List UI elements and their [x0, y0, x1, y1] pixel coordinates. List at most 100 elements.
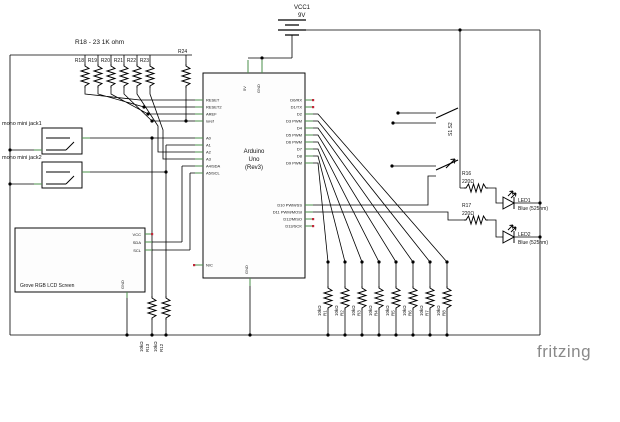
jack1-body	[41, 127, 83, 155]
resistor-value-r4: 10kΩ	[368, 305, 373, 316]
switch-block: S1 S2	[435, 107, 459, 171]
battery-ref-label: VCC1	[294, 5, 311, 11]
fritzing-logo: fritzing	[537, 342, 591, 361]
junction-dots	[8, 28, 542, 337]
resistor-symbol-r3	[357, 285, 367, 311]
resistor-bank-label: R18 - 23 1K ohm	[75, 39, 124, 46]
arduino-uno: Arduino Uno (Rev3) RESET RESET2 AREF ior…	[193, 60, 315, 286]
lcd-body	[14, 227, 146, 293]
resistor-symbol-r12	[161, 295, 171, 321]
unconnected-pin-marker-d12	[312, 218, 315, 221]
resistor-ref-r3: R3	[357, 310, 362, 316]
resistor-bank: R18 - 23 1K ohm R18 R19 R20 R21 R22 R23 …	[75, 39, 191, 89]
jack2-contacts	[46, 171, 75, 185]
pin-label-reset: RESET	[206, 98, 220, 103]
resistor-ref-r16: R16	[462, 171, 471, 177]
led1-desc-label: Blue (525nm)	[518, 206, 548, 212]
pin-label-a4: A4/SDA	[206, 164, 221, 169]
pin-label-d13: D13/SCK	[285, 224, 302, 229]
pin-label-d4: D4	[297, 126, 303, 131]
switch-led-wires	[313, 112, 540, 238]
resistor-value-r8: 10kΩ	[436, 305, 441, 316]
resistor-ref-r6: R6	[408, 310, 413, 316]
battery-voltage-label: 9V	[298, 13, 305, 19]
resistor-ref-r2: R2	[340, 310, 345, 316]
resistor-value-r13: 10kΩ	[139, 341, 144, 352]
resistor-symbol-r22	[132, 63, 142, 89]
resistor-value-r6: 10kΩ	[402, 305, 407, 316]
jack-wires	[10, 137, 203, 335]
arduino-top-bottom-pin-stubs	[247, 60, 263, 286]
arduino-title-1: Arduino	[244, 149, 265, 155]
resistor-label-r24: R24	[178, 49, 187, 55]
resistor-symbol-r8	[442, 285, 452, 311]
led2-symbol	[502, 230, 515, 244]
unconnected-pin-marker-d0	[312, 99, 315, 102]
resistor-symbol-r21	[119, 63, 129, 89]
resistor-label-r20: R20	[101, 58, 110, 64]
pin-label-a0: A0	[206, 136, 212, 141]
jack2-body	[41, 161, 83, 189]
led1-symbol	[502, 196, 515, 210]
resistor-label-r23: R23	[140, 58, 149, 64]
jack1-label: mono mini jack1	[2, 121, 42, 127]
resistor-ref-r7: R7	[425, 310, 430, 316]
lcd-unconnected-pin-marker	[151, 233, 154, 236]
resistor-symbol-r4	[374, 285, 384, 311]
unconnected-pin-marker-d13	[312, 225, 315, 228]
pin-label-d8: D8	[297, 154, 303, 159]
pin-label-reset2: RESET2	[206, 105, 222, 110]
pin-label-a2: A2	[206, 150, 212, 155]
battery-vcc1: VCC1 9V	[278, 5, 311, 36]
pin-label-a1: A1	[206, 143, 212, 148]
resistor-symbol-r5	[391, 285, 401, 311]
resistor-ref-r8: R8	[442, 310, 447, 316]
jack1-pins	[34, 137, 90, 151]
pin-label-aref: AREF	[206, 112, 217, 117]
switch-label: S1 S2	[448, 122, 454, 136]
pin-label-bottom-gnd: GND	[244, 265, 249, 274]
resistor-symbol-r23	[145, 63, 155, 89]
resistor-value-r16: 220Ω	[462, 179, 474, 185]
resistor-value-r12: 10kΩ	[153, 341, 158, 352]
pin-label-d7: D7	[297, 147, 303, 152]
resistor-ref-r12: R12	[159, 343, 164, 352]
arduino-left-pin-stubs	[195, 99, 203, 266]
resistor-symbol-r13	[147, 295, 157, 321]
pin-label-top-gnd: GND	[256, 84, 261, 93]
resistor-symbol-r16	[463, 183, 489, 193]
led-emission-arrows	[507, 190, 517, 233]
resistor-value-r5: 10kΩ	[385, 305, 390, 316]
resistor-symbol-r20	[106, 63, 116, 89]
resistor-symbol-r17	[463, 215, 489, 225]
resistor-symbol-r24	[181, 63, 191, 89]
jack2-pins	[34, 171, 90, 185]
mono-mini-jack-1: mono mini jack1	[2, 121, 90, 155]
jack1-contacts	[46, 137, 75, 151]
resistor-symbol-r7	[425, 285, 435, 311]
pulldown-resistor-row: R1 10kΩ R2 10kΩ R3 10kΩ R4 10kΩ R5 10kΩ …	[317, 285, 452, 316]
grove-rgb-lcd: Grove RGB LCD Screen VCC SDA SCL GND	[14, 227, 154, 298]
pin-label-d9: D9 PWM	[286, 161, 302, 166]
arduino-title-3: (Rev3)	[245, 165, 263, 171]
led2-desc-label: Blue (525nm)	[518, 240, 548, 246]
lcd-pin-sda-label: SDA	[133, 240, 142, 245]
resistor-ref-r13: R13	[145, 343, 150, 352]
pin-label-a5: A5/SCL	[206, 171, 221, 176]
resistor-ref-r5: R5	[391, 310, 396, 316]
led2-ref-label: LED2	[518, 232, 531, 238]
pin-label-ioref: ioref	[206, 119, 215, 124]
resistor-ref-r17: R17	[462, 203, 471, 209]
bank-fan-wires	[84, 55, 203, 160]
battery-plates	[278, 19, 306, 36]
resistor-symbol-r6	[408, 285, 418, 311]
wire-net	[9, 29, 541, 336]
jack-pulldown-resistors: R13 10kΩ R12 10kΩ	[139, 295, 171, 352]
pin-label-d2: D2	[297, 112, 303, 117]
arduino-title-2: Uno	[248, 157, 260, 163]
unconnected-pin-marker-nc	[193, 264, 196, 267]
resistor-value-r2: 10kΩ	[334, 305, 339, 316]
lcd-pin-vcc-label: VCC	[133, 232, 142, 237]
